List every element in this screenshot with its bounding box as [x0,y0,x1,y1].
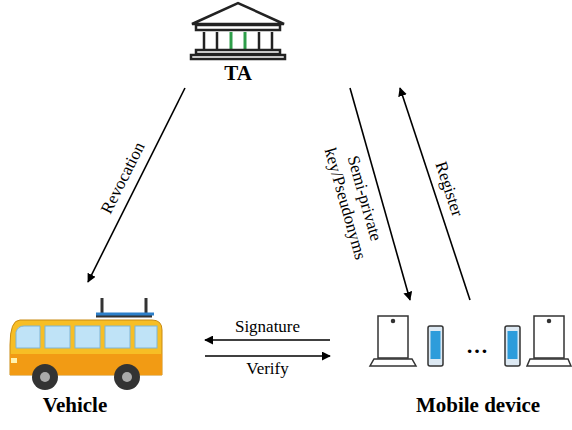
building-column [230,32,233,50]
phone [505,326,520,366]
node-label: Mobile device [416,394,540,417]
arrow-connector [205,339,330,341]
mobile-device-node: Mobile device [330,300,568,425]
ta-node: TA [160,0,470,88]
edge-label: Verify [244,359,290,379]
mobile-device-icons [370,316,571,366]
phone-screen [508,331,518,359]
edge-label: Signature [233,317,302,337]
bus-headlight [11,358,17,363]
bus-window [75,326,100,348]
edge-label: Semi-private key/Pseudonyms [318,132,392,270]
bus-window [16,326,40,348]
arrow-connector [205,355,330,357]
phone-screen [431,331,441,359]
building-roof [192,3,284,24]
laptop-camera [392,320,395,323]
node-label: TA [224,62,252,85]
vehicle-bus-icon [10,298,162,390]
building-column [258,32,261,50]
laptop-base [370,359,416,366]
bus-wheel [32,364,58,390]
bus-window [45,326,70,348]
bus-wheel [122,372,132,382]
laptop-base [527,359,571,366]
node-label: Vehicle [43,394,108,417]
building-column [216,32,219,50]
laptop-screen [534,316,564,358]
arrow-connector [400,88,470,300]
bus-stripe [10,354,162,375]
building-column [271,32,274,50]
bus-wheel [114,364,140,390]
roof-rack [96,313,154,316]
building-column [203,32,206,50]
bus-body [10,320,162,375]
building-beam [196,25,280,30]
edge-label: Register [430,157,468,221]
bus-wheel [40,372,50,382]
laptop-camera [548,320,551,323]
building-base [196,50,280,54]
phone [428,326,443,366]
arrow-connector [88,88,185,282]
ta-building-icon [191,3,285,59]
bus-window [135,326,157,348]
bus-window [105,326,130,348]
vehicle-node: Vehicle [5,282,205,425]
building-base [191,55,285,59]
building-column [244,32,247,50]
ellipsis-label: … [466,335,488,357]
laptop-screen [378,316,408,358]
edge-label: Revocation [96,138,150,220]
